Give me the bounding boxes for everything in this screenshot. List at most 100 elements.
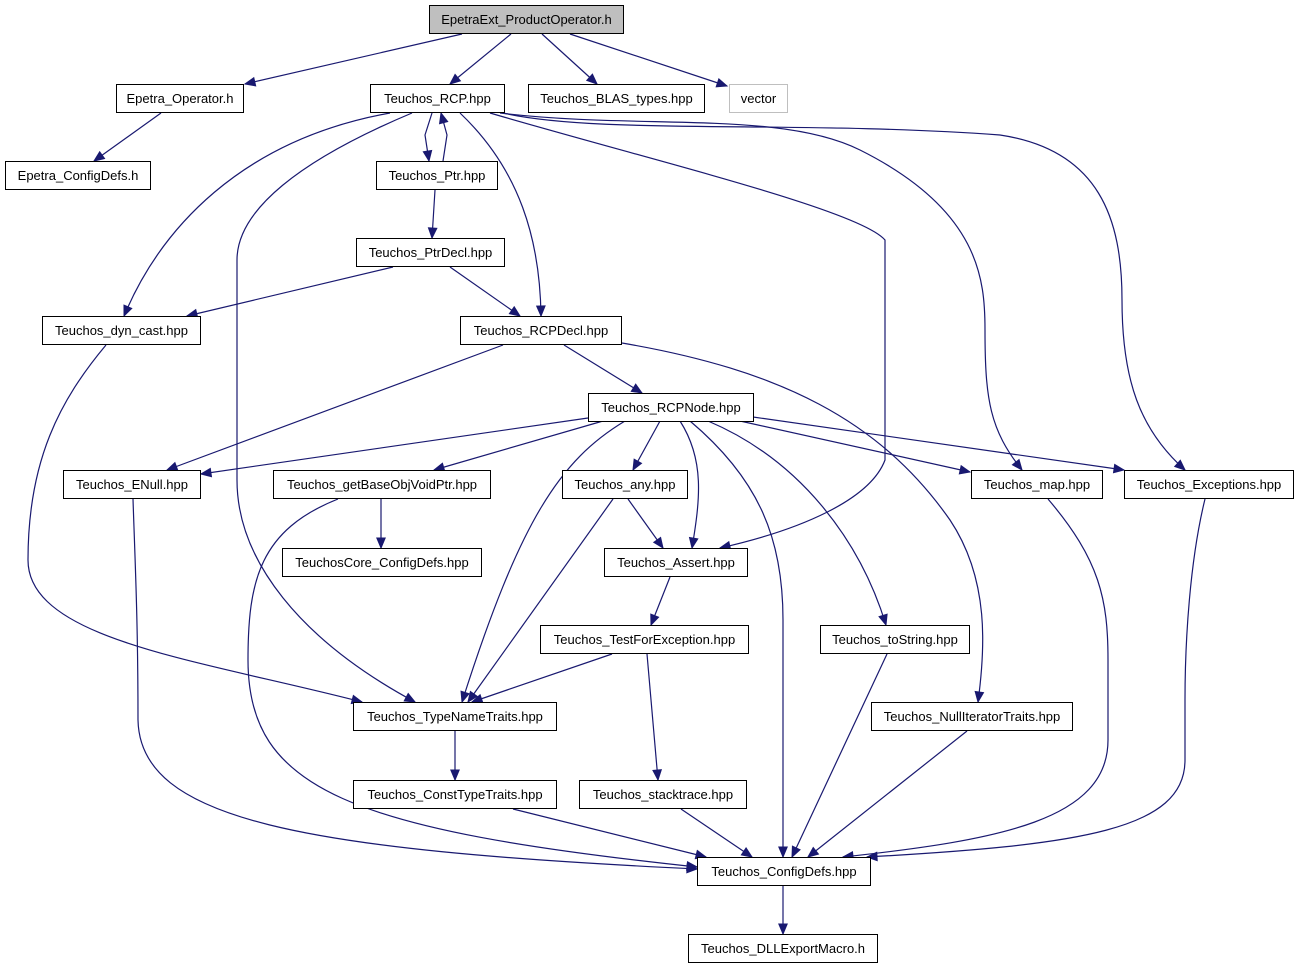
node-label: Epetra_ConfigDefs.h: [18, 168, 139, 183]
arrowhead-icon: [632, 458, 643, 472]
arrowhead-icon: [806, 846, 820, 858]
node-label: Epetra_Operator.h: [127, 91, 234, 106]
node-enull[interactable]: Teuchos_ENull.hpp: [63, 470, 201, 499]
edge-root-to-vector: [569, 33, 729, 88]
node-label: Teuchos_dyn_cast.hpp: [55, 323, 188, 338]
edge-testfor-to-stack: [646, 653, 663, 782]
arrowhead-icon: [1011, 458, 1023, 472]
edge-any-to-typename: [467, 498, 614, 704]
edge-nulliter-to-tcfg: [806, 730, 968, 858]
edge-consttype-to-tcfg: [512, 808, 708, 860]
node-rcpdecl[interactable]: Teuchos_RCPDecl.hpp: [460, 316, 622, 345]
edge-root-to-rcp: [449, 33, 512, 85]
arrowhead-icon: [438, 111, 449, 125]
node-box: [697, 857, 871, 886]
node-map[interactable]: Teuchos_map.hpp: [971, 470, 1103, 499]
node-label: EpetraExt_ProductOperator.h: [441, 12, 612, 27]
edge-map-to-tcfg: [841, 498, 1109, 861]
node-corecfg[interactable]: TeuchosCore_ConfigDefs.hpp: [282, 548, 482, 577]
edge-rcpdecl-to-nulliter: [621, 342, 985, 704]
edge-rcpdecl-to-rcpnode: [563, 344, 644, 394]
node-dyncast[interactable]: Teuchos_dyn_cast.hpp: [42, 316, 201, 345]
node-label: Teuchos_RCPDecl.hpp: [474, 323, 608, 338]
arrowhead-icon: [1112, 463, 1126, 474]
edge-ptr-to-rcp: [438, 111, 449, 162]
arrowhead-icon: [865, 851, 878, 862]
arrowhead-icon: [427, 227, 438, 240]
node-box: [5, 161, 151, 190]
edge-epop-to-epcfg: [92, 112, 162, 162]
arrowhead-icon: [123, 304, 133, 318]
node-label: Teuchos_RCP.hpp: [384, 91, 491, 106]
node-nulliter[interactable]: Teuchos_NullIteratorTraits.hpp: [871, 702, 1073, 731]
arrowhead-icon: [460, 690, 470, 704]
node-testfor[interactable]: Teuchos_TestForException.hpp: [540, 625, 749, 654]
node-box: [429, 5, 624, 34]
node-getbase[interactable]: Teuchos_getBaseObjVoidPtr.hpp: [273, 470, 491, 499]
file-nodes: EpetraExt_ProductOperator.hEpetra_Operat…: [5, 5, 1294, 963]
arrowhead-icon: [535, 305, 546, 318]
arrowhead-icon: [791, 845, 801, 859]
node-box: [820, 625, 970, 654]
arrowhead-icon: [650, 613, 660, 627]
node-box: [588, 393, 754, 422]
node-exc[interactable]: Teuchos_Exceptions.hpp: [1124, 470, 1294, 499]
arrowhead-icon: [403, 692, 417, 703]
node-consttype[interactable]: Teuchos_ConstTypeTraits.hpp: [353, 780, 557, 809]
arrowhead-icon: [778, 923, 788, 936]
node-ptr[interactable]: Teuchos_Ptr.hpp: [376, 161, 498, 190]
node-box: [1124, 470, 1294, 499]
node-blas[interactable]: Teuchos_BLAS_types.hpp: [528, 84, 705, 113]
arrowhead-icon: [467, 690, 479, 704]
arrowhead-icon: [449, 73, 462, 85]
edge-tostring-to-tcfg: [791, 653, 888, 859]
edge-exc-to-tcfg: [865, 498, 1206, 862]
edge-stack-to-tcfg: [680, 808, 754, 858]
arrowhead-icon: [878, 613, 888, 627]
node-label: TeuchosCore_ConfigDefs.hpp: [295, 555, 468, 570]
node-box: [353, 702, 557, 731]
arrowhead-icon: [715, 77, 729, 88]
node-root[interactable]: EpetraExt_ProductOperator.h: [429, 5, 624, 34]
node-typename[interactable]: Teuchos_TypeNameTraits.hpp: [353, 702, 557, 731]
node-box: [273, 470, 491, 499]
node-box: [376, 161, 498, 190]
arrowhead-icon: [958, 464, 972, 475]
node-box: [604, 548, 748, 577]
arrowhead-icon: [199, 467, 213, 478]
edge-root-to-epop: [243, 33, 463, 87]
node-box: [370, 84, 505, 113]
node-label: Teuchos_ENull.hpp: [76, 477, 188, 492]
node-assert[interactable]: Teuchos_Assert.hpp: [604, 548, 748, 577]
edge-rcpnode-to-assert: [679, 420, 700, 550]
node-tostring[interactable]: Teuchos_toString.hpp: [820, 625, 970, 654]
node-rcpnode[interactable]: Teuchos_RCPNode.hpp: [588, 393, 754, 422]
arrowhead-icon: [630, 383, 644, 394]
node-box: [540, 625, 749, 654]
node-any[interactable]: Teuchos_any.hpp: [562, 470, 688, 499]
arrowhead-icon: [585, 73, 598, 85]
node-box: [116, 84, 244, 113]
node-label: Teuchos_RCPNode.hpp: [601, 400, 740, 415]
node-tcfg[interactable]: Teuchos_ConfigDefs.hpp: [697, 857, 871, 886]
arrowhead-icon: [686, 860, 699, 871]
node-stack[interactable]: Teuchos_stacktrace.hpp: [579, 780, 747, 809]
node-label: Teuchos_ConfigDefs.hpp: [711, 864, 856, 879]
node-label: Teuchos_NullIteratorTraits.hpp: [884, 709, 1061, 724]
node-dll[interactable]: Teuchos_DLLExportMacro.h: [688, 934, 878, 963]
edge-typename-to-consttype: [450, 731, 460, 782]
edge-rcp-to-typename: [236, 112, 417, 703]
node-epcfg[interactable]: Epetra_ConfigDefs.h: [5, 161, 151, 190]
node-label: Teuchos_PtrDecl.hpp: [369, 245, 493, 260]
arrowhead-icon: [508, 305, 522, 317]
edge-ptrdecl-to-rcpdecl: [449, 266, 522, 317]
node-rcp[interactable]: Teuchos_RCP.hpp: [370, 84, 505, 113]
arrowhead-icon: [1173, 459, 1186, 471]
node-label: Teuchos_Ptr.hpp: [389, 168, 486, 183]
node-epop[interactable]: Epetra_Operator.h: [116, 84, 244, 113]
node-ptrdecl[interactable]: Teuchos_PtrDecl.hpp: [356, 238, 505, 267]
arrowhead-icon: [92, 150, 106, 162]
node-box: [971, 470, 1103, 499]
arrowhead-icon: [778, 846, 788, 859]
node-box: [688, 934, 878, 963]
